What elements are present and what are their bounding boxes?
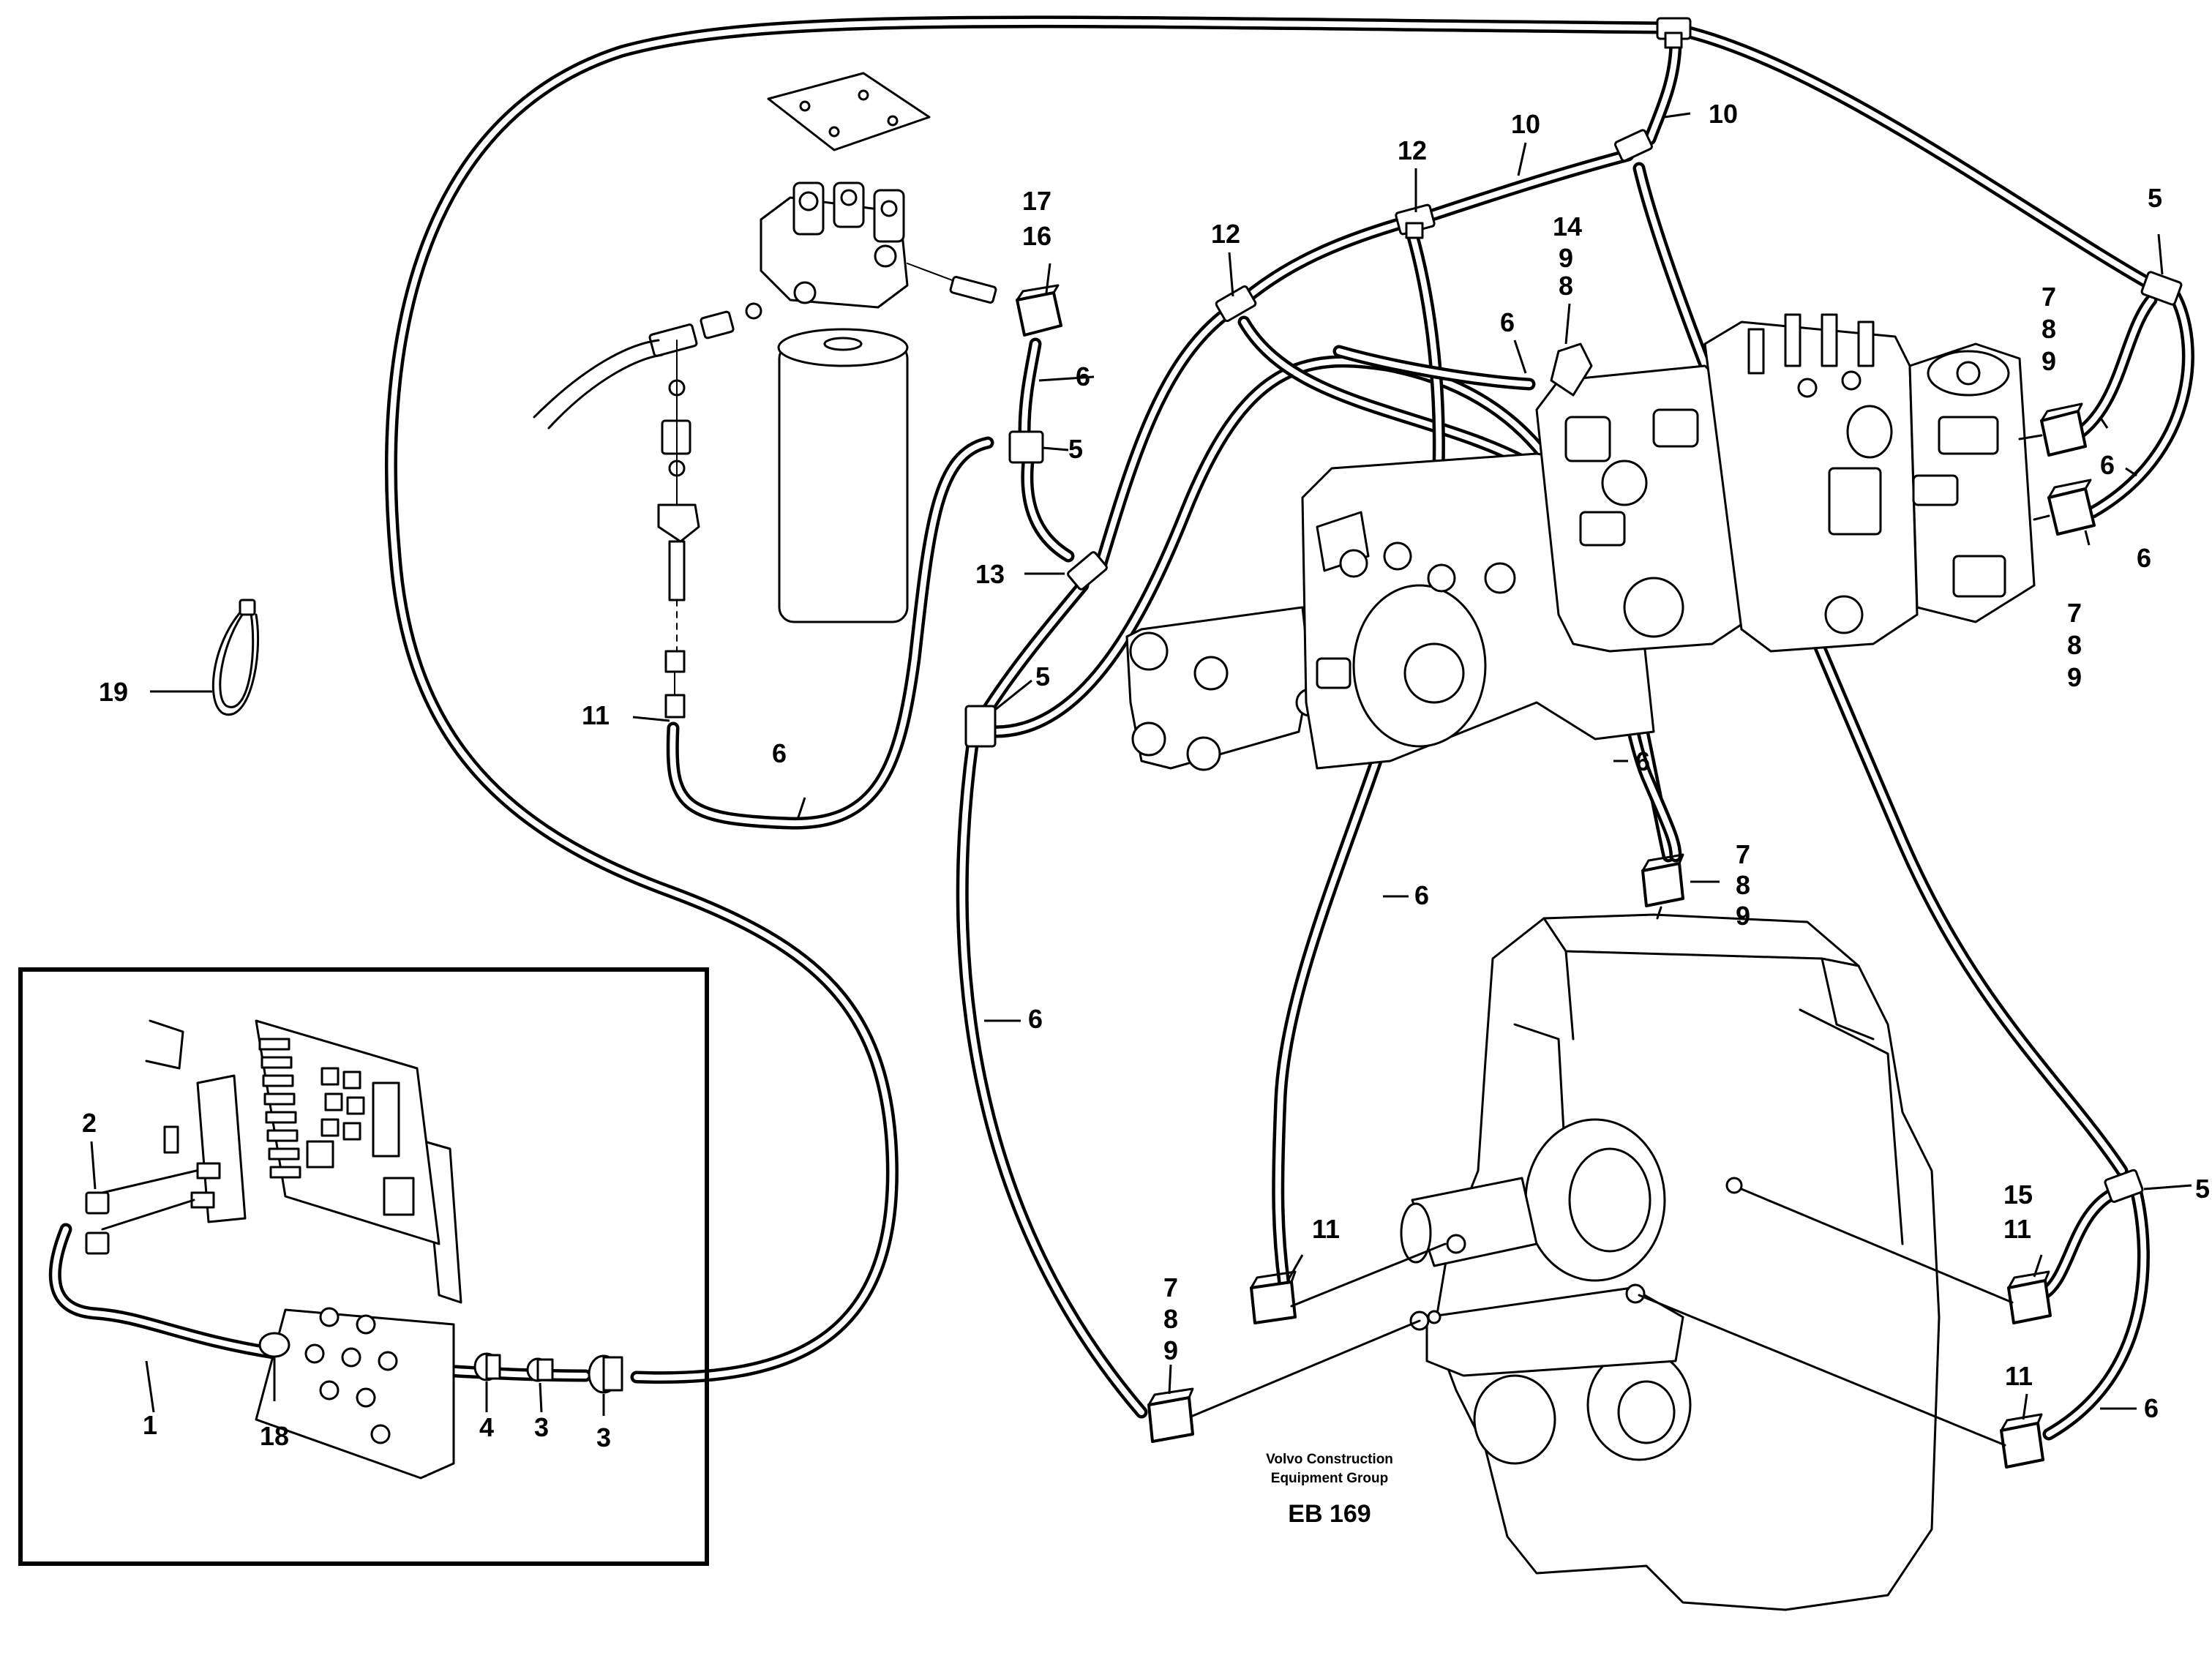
callout-6-right-b: 6 <box>2137 543 2151 573</box>
tee-fitting-5-mid <box>964 705 997 748</box>
callout-11-right-a: 11 <box>2003 1214 2031 1244</box>
tee-fitting-12-right <box>1395 203 1436 239</box>
callout-6-gearbox: 6 <box>1635 746 1650 776</box>
filter-assembly <box>533 72 997 719</box>
callout-8-block: 8 <box>1736 870 1750 900</box>
leader-lines <box>90 112 2192 1420</box>
block-right-789 <box>2047 479 2096 536</box>
callout-2: 2 <box>82 1108 97 1138</box>
drawing-reference: EB 169 <box>1288 1500 1371 1528</box>
connector-3b <box>588 1354 623 1394</box>
callout-12-left: 12 <box>1211 219 1240 249</box>
credit-line-1: Volvo Construction <box>1266 1452 1393 1467</box>
sensor-blocks <box>1016 284 2096 1469</box>
hose-lines <box>48 15 2194 1441</box>
callout-16: 16 <box>1022 221 1051 251</box>
callout-9-left: 9 <box>1163 1335 1178 1365</box>
callout-8-left: 8 <box>1163 1304 1178 1334</box>
credit-block: Volvo Construction Equipment Group EB 16… <box>1266 1452 1393 1528</box>
callout-13: 13 <box>975 559 1005 589</box>
callout-6-sensor: 6 <box>1076 361 1090 391</box>
callout-8-upper: 8 <box>2042 314 2056 344</box>
callout-12-right: 12 <box>1398 135 1427 165</box>
tee-fitting-10 <box>1613 129 1653 162</box>
inset-panel <box>18 967 709 1566</box>
callout-7-upper: 7 <box>2042 282 2056 312</box>
callout-18: 18 <box>260 1421 289 1451</box>
tee-fitting-13 <box>1067 551 1108 590</box>
block-upper-right-789 <box>2040 402 2087 457</box>
tee-fitting-12-left <box>1215 285 1257 323</box>
block-16-17 <box>1016 284 1062 337</box>
callout-9-pump: 9 <box>1559 243 1573 273</box>
block-bottom-right-11 <box>2000 1413 2044 1469</box>
callout-6-right-a: 6 <box>2100 450 2115 480</box>
callout-17: 17 <box>1022 186 1051 216</box>
callout-19: 19 <box>99 677 128 707</box>
connector-4 <box>473 1352 501 1381</box>
callout-5-mid: 5 <box>1035 661 1050 691</box>
callout-5-top-right: 5 <box>2148 183 2162 213</box>
callout-4: 4 <box>479 1412 494 1442</box>
board-slots <box>258 1038 415 1216</box>
tee-fitting-5-filter <box>1008 430 1044 464</box>
block-center-789 <box>1641 853 1684 907</box>
callout-6-pump: 6 <box>1500 307 1515 337</box>
tee-fitting-top <box>1656 17 1692 49</box>
callout-10-mid: 10 <box>1511 109 1540 139</box>
tee-fitting-5-right <box>2140 271 2183 306</box>
transmission-housing <box>1400 913 1941 1611</box>
callout-6-bottom-right: 6 <box>2144 1393 2159 1423</box>
connector-3a <box>526 1357 554 1382</box>
cable-tie <box>211 599 259 716</box>
callout-15: 15 <box>2003 1180 2033 1210</box>
callout-3b: 3 <box>596 1422 611 1452</box>
callout-5-filter: 5 <box>1068 434 1083 464</box>
callout-7-left: 7 <box>1163 1272 1178 1302</box>
callout-9-block: 9 <box>1736 901 1750 931</box>
credit-line-2: Equipment Group <box>1271 1471 1388 1486</box>
callout-6-bottom: 6 <box>772 738 787 768</box>
callout-6-left: 6 <box>1028 1004 1043 1034</box>
pump-assembly <box>1125 313 2036 771</box>
callout-9-right: 9 <box>2067 662 2082 692</box>
callout-7-block: 7 <box>1736 839 1750 869</box>
block-left-789 <box>1147 1387 1194 1443</box>
tee-fittings <box>964 17 2183 1203</box>
callout-3a: 3 <box>534 1412 549 1442</box>
port-lines <box>1191 434 2050 1447</box>
callout-10-top: 10 <box>1709 99 1738 129</box>
callout-11-gearbox: 11 <box>1312 1214 1340 1244</box>
callout-8-pump: 8 <box>1559 271 1573 301</box>
block-gearbox-11 <box>1250 1270 1297 1324</box>
callout-14: 14 <box>1553 211 1582 241</box>
callout-1: 1 <box>143 1410 157 1440</box>
callout-5-right: 5 <box>2195 1174 2210 1204</box>
callout-9-upper: 9 <box>2042 346 2056 376</box>
callout-labels: 17 16 6 5 13 5 11 6 19 10 10 12 12 14 9 … <box>82 99 2210 1452</box>
callout-11-sensor: 11 <box>582 700 610 730</box>
callout-7-right: 7 <box>2067 598 2082 628</box>
callout-6-center: 6 <box>1414 880 1429 910</box>
tee-fitting-5-lower-right <box>2104 1169 2144 1203</box>
block-right-15-11 <box>2007 1270 2052 1324</box>
callout-11-right-b: 11 <box>2005 1361 2033 1391</box>
callout-8-right: 8 <box>2067 630 2082 660</box>
